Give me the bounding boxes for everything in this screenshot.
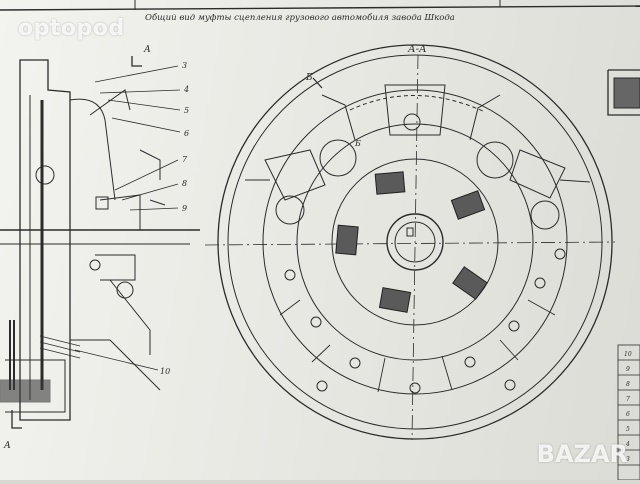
callout-8: 8 — [182, 179, 187, 188]
watermark-top-left: optopod — [18, 16, 125, 41]
damper-springs — [335, 171, 488, 313]
callout-leaders — [74, 65, 181, 371]
release-lever-1 — [264, 149, 326, 201]
spring-seat-2 — [476, 141, 514, 179]
partial-right-view — [607, 69, 640, 116]
clutch-front-view — [217, 44, 613, 440]
keyway — [406, 227, 414, 237]
section-label: А-А — [407, 44, 427, 55]
release-lever-3 — [384, 84, 446, 136]
friction-segments — [279, 299, 556, 393]
clutch-outer-ring — [217, 44, 613, 440]
callout-5: 5 — [184, 106, 189, 115]
friction-disc-inner — [296, 123, 534, 361]
side-section-view — [0, 56, 200, 429]
clutch-ring-2 — [227, 54, 603, 430]
callout-9: 9 — [182, 204, 187, 213]
table-num-1: 10 — [624, 351, 632, 358]
frame-top-line — [0, 5, 640, 11]
hub-bore — [386, 213, 444, 271]
view-arrow — [312, 77, 323, 89]
rivets — [284, 248, 566, 394]
callout-4: 4 — [183, 85, 189, 94]
table-num-7: 4 — [625, 441, 630, 448]
callout-7: 7 — [182, 155, 188, 164]
center-line-horizontal — [204, 241, 616, 246]
table-num-3: 8 — [626, 381, 630, 388]
table-num-5: 6 — [626, 411, 630, 418]
bolt-top — [403, 113, 421, 131]
callout-10: 10 — [160, 367, 170, 376]
table-num-6: 5 — [626, 426, 630, 433]
table-num-8: 3 — [626, 456, 630, 463]
hub-plate — [331, 158, 499, 326]
watermark-bottom-right: BAZAR — [536, 440, 628, 468]
spring-seat-4 — [530, 200, 560, 230]
drawing-title: Общий вид муфты сцепления грузового авто… — [145, 12, 455, 23]
table-num-4: 7 — [626, 396, 630, 403]
table-num-2: 9 — [626, 366, 630, 373]
detail-marker-label: Б — [354, 139, 361, 148]
spring-seat-3 — [275, 195, 305, 225]
friction-disc-outer — [262, 89, 568, 395]
center-line-vertical — [411, 54, 419, 441]
spring-seat-1 — [319, 139, 357, 177]
callout-3: 3 — [182, 61, 187, 70]
view-marker-label: Б — [305, 73, 313, 83]
cut-marker-top: А — [143, 45, 151, 55]
callout-6: 6 — [184, 129, 189, 138]
hub-spline — [394, 221, 436, 263]
release-lever-2 — [509, 149, 566, 199]
cut-marker-bottom: А — [3, 441, 11, 451]
